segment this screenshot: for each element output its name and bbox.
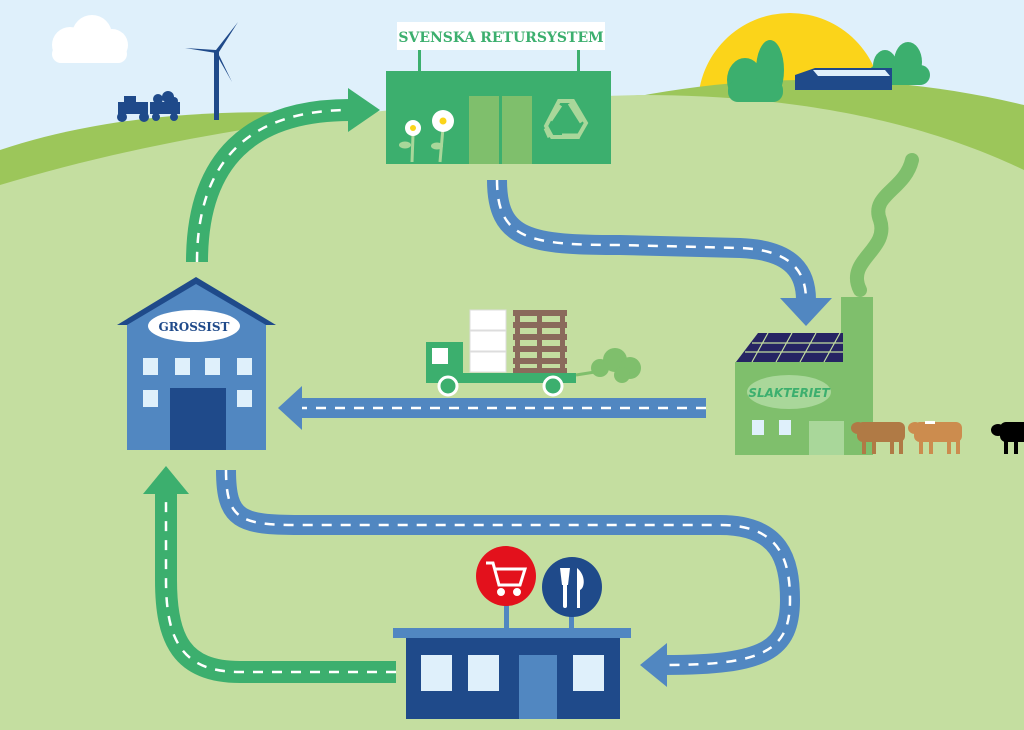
arrow-down-icon [780, 298, 832, 326]
slakteriet-building: SLAKTERIET [735, 297, 873, 455]
smoke [850, 153, 919, 297]
door [519, 655, 557, 719]
road-grossist-to-retursystem [186, 99, 351, 263]
arrow-left-icon [278, 386, 302, 430]
fork-knife-icon [560, 568, 584, 608]
cow-icon [991, 422, 1024, 454]
tractor-icon [117, 91, 180, 122]
store-building [393, 546, 631, 719]
exhaust-cloud [591, 348, 641, 383]
cow-icon [851, 422, 905, 454]
road-store-to-grossist [155, 492, 396, 683]
arrow-left-icon [640, 643, 667, 687]
road-retursystem-to-slakteriet [487, 179, 816, 301]
slakteriet-sign [747, 375, 831, 409]
recycle-icon [543, 99, 589, 139]
arrow-up-icon [143, 466, 189, 494]
cow-icon [908, 421, 962, 454]
flower-icon [399, 110, 454, 163]
shopping-cart-icon [486, 561, 528, 596]
retursystem-label: SVENSKA RETURSYSTEM [398, 30, 603, 46]
arrow-right-icon [348, 88, 380, 132]
grossist-building: GROSSIST [117, 277, 276, 450]
grossist-sign [148, 310, 240, 342]
slakteriet-label: SLAKTERIET [748, 386, 830, 400]
retursystem-sign [397, 22, 605, 50]
door [502, 96, 532, 164]
door [170, 388, 226, 450]
door [469, 96, 499, 164]
barn-icon [795, 68, 892, 90]
shopping-cart-sign [476, 546, 536, 606]
grossist-label: GROSSIST [159, 320, 230, 334]
door [809, 421, 844, 455]
restaurant-sign [542, 557, 602, 617]
retursystem-building: SVENSKA RETURSYSTEM [386, 22, 611, 164]
truck-icon [426, 309, 641, 397]
road-grossist-to-store [216, 469, 801, 675]
solar-panels [736, 333, 843, 362]
wind-turbine-icon [185, 22, 238, 120]
cloud [52, 15, 128, 63]
